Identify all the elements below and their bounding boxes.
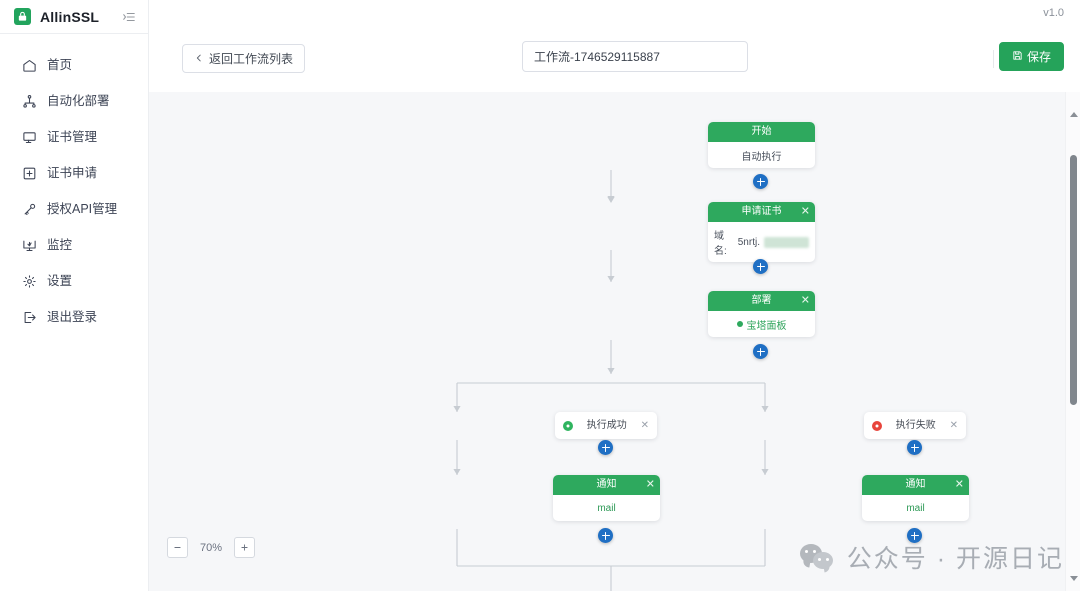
brand-name: AllinSSL	[40, 8, 100, 25]
add-node-button[interactable]	[598, 528, 613, 543]
node-start[interactable]: 开始 自动执行	[708, 122, 815, 168]
sidebar-item-cert-manage[interactable]: 证书管理	[0, 119, 148, 155]
node-notify-fail-header: 通知 ✕	[862, 475, 969, 495]
sidebar-item-monitor[interactable]: 监控	[0, 227, 148, 263]
sidebar-item-label: 首页	[47, 57, 73, 72]
gear-icon	[22, 274, 37, 289]
node-notify-success[interactable]: 通知 ✕ mail	[553, 475, 660, 521]
node-notify-fail-title: 通知	[905, 479, 926, 490]
collapse-menu-icon[interactable]	[122, 10, 136, 24]
plus-square-icon	[22, 166, 37, 181]
node-start-header: 开始	[708, 122, 815, 142]
node-notify-fail[interactable]: 通知 ✕ mail	[862, 475, 969, 521]
save-disk-icon	[1012, 50, 1023, 64]
close-icon[interactable]: ✕	[949, 419, 958, 431]
close-icon[interactable]: ✕	[954, 478, 964, 491]
node-branch-fail[interactable]: 执行失败 ✕	[864, 412, 966, 439]
node-branch-fail-label: 执行失败	[895, 419, 936, 431]
scrollbar-thumb[interactable]	[1070, 155, 1077, 405]
node-apply-cert-title: 申请证书	[741, 206, 782, 217]
close-icon[interactable]: ✕	[800, 205, 810, 218]
add-node-button[interactable]	[907, 440, 922, 455]
sidebar-item-label: 授权API管理	[47, 201, 118, 216]
add-node-button[interactable]	[753, 259, 768, 274]
node-deploy-header: 部署 ✕	[708, 291, 815, 311]
sitemap-icon	[22, 94, 37, 109]
save-button[interactable]: 保存	[998, 42, 1064, 71]
node-apply-cert-domain-value: 5nrtj.	[737, 236, 760, 248]
node-apply-cert-body: 域名: 5nrtj.	[708, 222, 815, 262]
version-label: v1.0	[1043, 7, 1064, 19]
lock-icon	[14, 8, 31, 25]
sidebar-item-settings[interactable]: 设置	[0, 263, 148, 299]
toolbar-divider	[993, 50, 994, 68]
back-to-list-label: 返回工作流列表	[209, 52, 294, 66]
zoom-out-button[interactable]	[167, 537, 188, 558]
save-label: 保存	[1026, 50, 1051, 64]
sidebar-nav: 首页 自动化部署 证书管理	[0, 34, 148, 335]
node-notify-fail-channel: mail	[906, 502, 925, 514]
zoom-in-button[interactable]	[234, 537, 256, 558]
node-apply-cert[interactable]: 申请证书 ✕ 域名: 5nrtj.	[708, 202, 815, 262]
scroll-up-icon[interactable]	[1066, 106, 1080, 122]
sidebar-item-cert-apply[interactable]: 证书申请	[0, 155, 148, 191]
add-node-button[interactable]	[753, 344, 768, 359]
green-dot-icon	[736, 321, 743, 327]
node-deploy-provider: 宝塔面板	[746, 320, 787, 332]
close-icon[interactable]: ✕	[645, 478, 655, 491]
top-bar: v1.0	[149, 0, 1080, 28]
node-notify-success-body: mail	[553, 495, 660, 521]
sidebar-item-label: 证书管理	[47, 129, 98, 144]
node-deploy-title: 部署	[751, 295, 772, 306]
main-area: v1.0 返回工作流列表 保存	[149, 0, 1080, 591]
workflow-edges	[453, 170, 769, 591]
add-node-button[interactable]	[598, 440, 613, 455]
sidebar-item-label: 监控	[47, 237, 73, 252]
close-icon[interactable]: ✕	[640, 419, 649, 431]
node-notify-success-header: 通知 ✕	[553, 475, 660, 495]
node-start-body: 自动执行	[741, 151, 782, 163]
sidebar-divider	[0, 33, 148, 34]
sidebar-item-api-manage[interactable]: 授权API管理	[0, 191, 148, 227]
node-apply-cert-header: 申请证书 ✕	[708, 202, 815, 222]
add-node-button[interactable]	[907, 528, 922, 543]
workflow-canvas[interactable]: 开始 自动执行 申请证书 ✕ 域名: 5nrtj.	[149, 92, 1080, 591]
error-circle-icon	[872, 420, 882, 431]
node-branch-success[interactable]: 执行成功 ✕	[555, 412, 657, 439]
node-apply-cert-domain-label: 域名:	[714, 231, 727, 257]
brand-header: AllinSSL	[0, 0, 148, 33]
arrow-left-icon	[194, 52, 204, 66]
workflow-name-input[interactable]	[522, 41, 748, 72]
canvas-scrollbar[interactable]	[1065, 92, 1080, 591]
add-node-button[interactable]	[753, 174, 768, 189]
sidebar-item-label: 自动化部署	[47, 93, 110, 108]
logout-icon	[22, 310, 37, 325]
sidebar-item-label: 设置	[47, 273, 73, 288]
zoom-controls: 70%	[167, 537, 256, 558]
success-circle-icon	[563, 420, 573, 431]
scroll-down-icon[interactable]	[1066, 570, 1080, 586]
node-branch-success-label: 执行成功	[586, 419, 627, 431]
workflow-toolbar: 返回工作流列表 保存	[149, 28, 1080, 93]
sidebar-item-label: 证书申请	[47, 165, 98, 180]
node-deploy-body: 宝塔面板	[708, 311, 815, 337]
sidebar-item-logout[interactable]: 退出登录	[0, 299, 148, 335]
sidebar-item-auto-deploy[interactable]: 自动化部署	[0, 83, 148, 119]
node-deploy[interactable]: 部署 ✕ 宝塔面板	[708, 291, 815, 337]
sidebar-item-home[interactable]: 首页	[0, 47, 148, 83]
back-to-list-button[interactable]: 返回工作流列表	[182, 44, 306, 73]
node-notify-fail-body: mail	[862, 495, 969, 521]
sidebar: AllinSSL 首页	[0, 0, 149, 591]
home-icon	[22, 58, 37, 73]
monitor-icon	[22, 238, 37, 253]
close-icon[interactable]: ✕	[800, 294, 810, 307]
redacted-domain	[763, 236, 809, 248]
certificate-icon	[22, 130, 37, 145]
key-icon	[22, 202, 37, 217]
node-notify-success-channel: mail	[597, 502, 616, 514]
sidebar-item-label: 退出登录	[47, 309, 98, 324]
node-notify-success-title: 通知	[596, 479, 617, 490]
node-start-title: 开始	[751, 126, 772, 137]
zoom-level-label: 70%	[200, 541, 223, 554]
